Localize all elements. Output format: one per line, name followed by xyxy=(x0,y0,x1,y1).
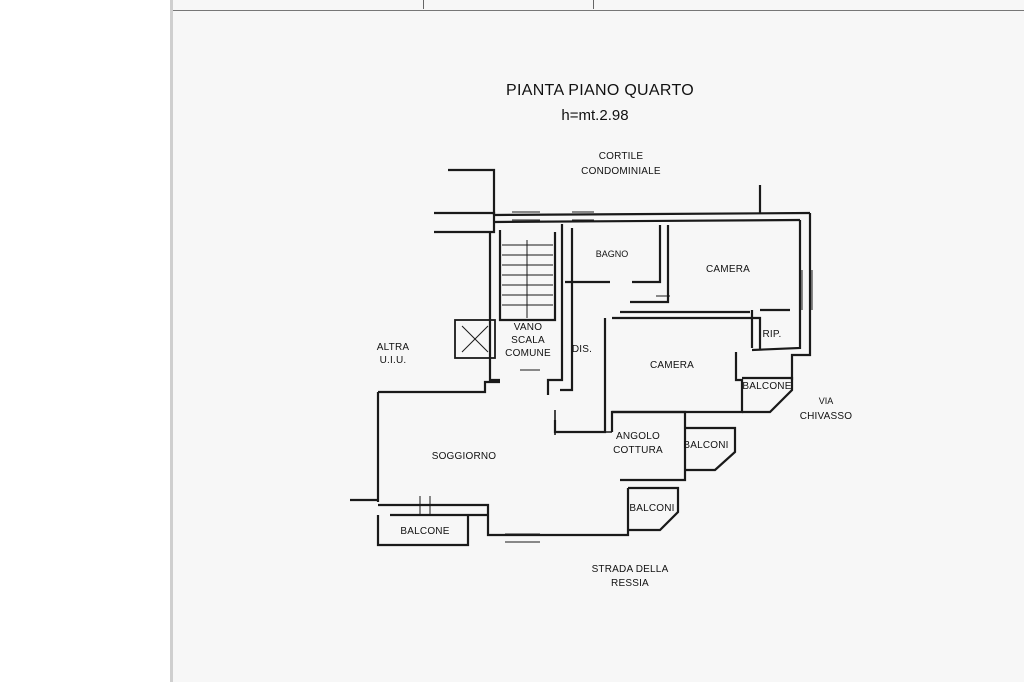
scan-margin xyxy=(0,0,170,682)
header-divider xyxy=(593,0,594,9)
balcone-left xyxy=(376,515,470,547)
label-camera-mid: CAMERA xyxy=(650,360,694,371)
label-ressia: RESSIA xyxy=(611,578,649,589)
partition xyxy=(554,410,612,435)
stairwell-wall xyxy=(498,230,557,322)
label-balcone-right: BALCONE xyxy=(742,381,791,392)
window-mark xyxy=(419,496,431,515)
label-camera-top: CAMERA xyxy=(706,264,750,275)
plan-height: h=mt.2.98 xyxy=(561,107,629,124)
label-comune: COMUNE xyxy=(505,348,551,359)
label-balconi-upper: BALCONI xyxy=(683,440,728,451)
label-condominiale: CONDOMINIALE xyxy=(581,166,661,177)
camera-right-wall xyxy=(610,352,744,432)
header-divider xyxy=(423,0,424,9)
label-angolo: ANGOLO xyxy=(616,431,660,442)
label-bagno: BAGNO xyxy=(596,249,629,259)
balconi-upper xyxy=(685,426,737,472)
kitchen-wall xyxy=(612,410,687,482)
plan-title: PIANTA PIANO QUARTO xyxy=(506,82,694,99)
outer-wall-top xyxy=(434,211,496,234)
elevator-cross xyxy=(461,325,489,353)
stairwell-outer xyxy=(488,232,500,382)
camera-wall-top xyxy=(612,316,762,350)
label-balconi-lower: BALCONI xyxy=(629,503,674,514)
label-rip: RIP. xyxy=(763,329,782,340)
outer-wall-right xyxy=(790,213,812,380)
label-chivasso: CHIVASSO xyxy=(800,411,853,422)
header-strip xyxy=(173,0,1024,11)
balconi-lower xyxy=(628,486,680,532)
corridor-wall xyxy=(546,224,564,395)
label-dis: DIS. xyxy=(572,344,592,355)
rip-wall xyxy=(750,308,790,348)
label-balcone-left: BALCONE xyxy=(400,526,449,537)
sheet-edge xyxy=(170,0,173,682)
outer-wall-top-inner xyxy=(493,218,801,224)
outer-wall-right-inner xyxy=(751,220,802,352)
label-via: VIA xyxy=(819,396,834,406)
label-altra: ALTRA xyxy=(377,342,410,353)
soggiorno-wall xyxy=(378,380,500,394)
window-mark xyxy=(512,211,540,221)
label-vano: VANO xyxy=(514,322,542,333)
paper-sheet xyxy=(170,0,1024,682)
window-mark xyxy=(505,533,540,543)
balcone-right xyxy=(742,376,794,414)
window-mark xyxy=(801,270,813,310)
window-mark xyxy=(572,211,594,221)
bathroom-wall-2 xyxy=(630,225,670,304)
label-uiu: U.I.U. xyxy=(380,355,407,366)
soggiorno-bottom xyxy=(378,488,630,537)
label-soggiorno: SOGGIORNO xyxy=(432,451,497,462)
label-cottura: COTTURA xyxy=(613,445,663,456)
outer-wall-top-2 xyxy=(493,211,811,217)
courtyard-wall xyxy=(448,168,496,215)
elevator-box xyxy=(454,319,496,359)
bathroom-wall xyxy=(565,225,662,284)
label-cortile: CORTILE xyxy=(599,151,644,162)
stair-tread xyxy=(502,240,553,318)
label-strada: STRADA DELLA xyxy=(592,564,669,575)
label-scala: SCALA xyxy=(511,335,545,346)
